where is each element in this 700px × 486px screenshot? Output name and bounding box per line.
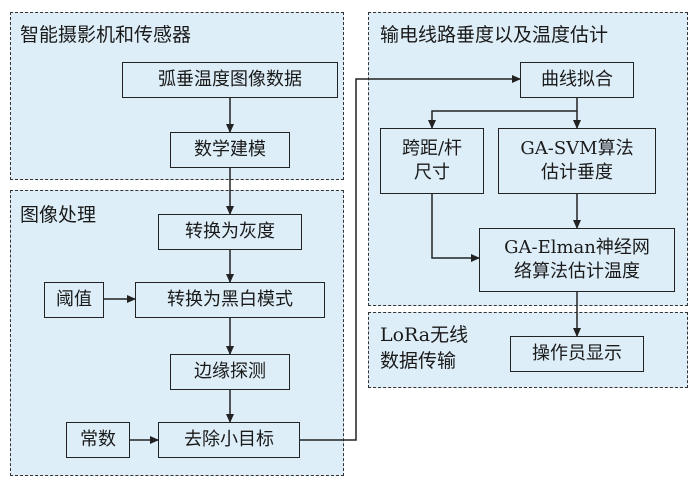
ga-elman-line1: GA-Elman神经网 <box>504 237 650 258</box>
image-processing-title: 图像处理 <box>20 204 97 226</box>
arrow-fit-to-span <box>428 110 577 129</box>
edge-detection-box: 边缘探测 <box>170 354 290 390</box>
ga-elman-temperature-box: GA-Elman神经网 络算法估计温度 <box>479 228 675 292</box>
operator-display-box: 操作员显示 <box>510 336 644 372</box>
ga-svm-line1: GA-SVM算法 <box>520 138 634 159</box>
arrow-remove-to-fit <box>300 75 521 441</box>
estimation-title: 输电线路垂度以及温度估计 <box>380 24 609 46</box>
span-line1: 跨距/杆 <box>401 138 463 159</box>
ga-svm-line2: 估计垂度 <box>541 162 613 183</box>
sag-temperature-image-data-box: 弧垂温度图像数据 <box>122 62 338 98</box>
arrow-span-to-gaelman <box>431 194 480 262</box>
grayscale-conversion-box: 转换为灰度 <box>158 214 302 250</box>
curve-fitting-box: 曲线拟合 <box>520 62 634 98</box>
lora-title-line1: LoRa无线 <box>380 324 469 346</box>
threshold-box: 阈值 <box>44 282 104 318</box>
span-line2: 尺寸 <box>414 162 450 183</box>
lora-title-line2: 数据传输 <box>380 350 457 372</box>
black-white-conversion-box: 转换为黑白模式 <box>135 282 325 318</box>
constant-box: 常数 <box>66 422 130 458</box>
camera-sensor-title: 智能摄影机和传感器 <box>20 24 192 46</box>
ga-elman-line2: 络算法估计温度 <box>514 261 640 282</box>
ga-svm-sag-box: GA-SVM算法 估计垂度 <box>498 128 656 194</box>
remove-small-targets-box: 去除小目标 <box>158 422 300 458</box>
math-modeling-box: 数学建模 <box>170 132 290 168</box>
span-pole-size-box: 跨距/杆 尺寸 <box>380 128 484 194</box>
